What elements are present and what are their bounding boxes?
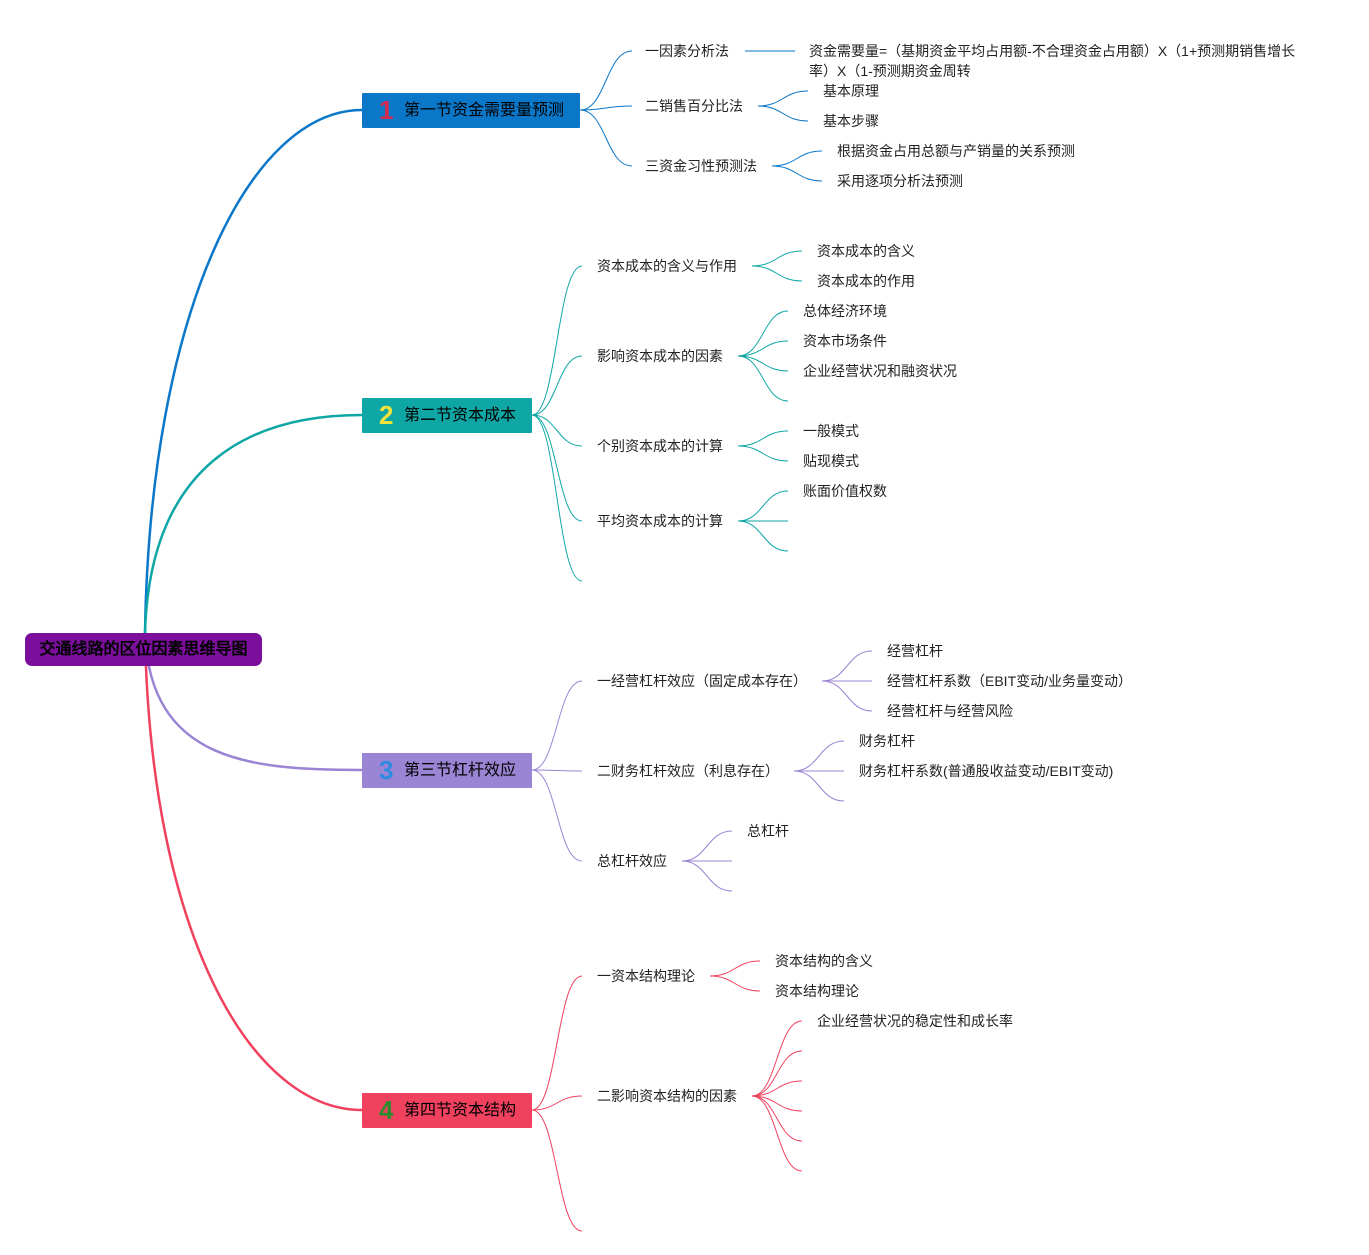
edge-s1-t3-leaf-2 [771,165,823,182]
leaf-financial-leverage[interactable]: 财务杠杆 [859,733,915,749]
edge-root-section-4 [143,632,363,1112]
edge-s2-t3-leaf-1 [737,430,789,447]
edge-s3-t2-leaf-1 [793,740,845,772]
topic-factor-analysis[interactable]: 一因素分析法 [645,43,729,59]
leaf-dfl[interactable]: 财务杠杆系数(普通股收益变动/EBIT变动) [859,763,1114,779]
edge-s4-t1-leaf-1 [709,960,761,977]
edge-s2-topic-2 [531,355,583,416]
leaf-economy[interactable]: 总体经济环境 [803,303,887,319]
edge-s4-t2-leaf-5 [751,1095,803,1142]
edge-s4-t2-leaf-4 [751,1095,803,1112]
section-3-node[interactable]: 3 第三节杠杆效应 [362,753,532,788]
topic-total-leverage[interactable]: 总杠杆效应 [597,853,667,869]
edge-root-section-2 [143,413,363,634]
edge-s2-t4-leaf-1 [737,490,789,522]
leaf-market[interactable]: 资本市场条件 [803,333,887,349]
leaf-total-leverage[interactable]: 总杠杆 [747,823,789,839]
edge-s2-t4-leaf-3 [737,520,789,552]
edge-s2-topic-1 [531,265,583,416]
leaf-item-analysis[interactable]: 采用逐项分析法预测 [837,173,963,189]
leaf-cost-role[interactable]: 资本成本的作用 [817,273,915,289]
leaf-dol[interactable]: 经营杠杆系数（EBIT变动/业务量变动） [887,673,1133,689]
leaf-basic-principle[interactable]: 基本原理 [823,83,879,99]
edge-s2-t1-leaf-1 [751,250,803,267]
edge-s1-topic-1 [579,50,633,111]
topic-operating-leverage[interactable]: 一经营杠杆效应（固定成本存在） [597,673,807,689]
leaf-basic-steps[interactable]: 基本步骤 [823,113,879,129]
topic-financial-leverage[interactable]: 二财务杠杆效应（利息存在） [597,763,779,779]
leaf-structure-theory[interactable]: 资本结构理论 [775,983,859,999]
leaf-structure-meaning[interactable]: 资本结构的含义 [775,953,873,969]
edge-s4-topic-2 [531,1095,583,1111]
section-4-number: 4 [379,1095,394,1125]
edge-s3-t1-leaf-1 [821,650,873,682]
section-1-number: 1 [379,95,394,125]
edge-s3-t2-leaf-3 [793,770,845,802]
section-1-node[interactable]: 1 第一节资金需要量预测 [362,93,580,128]
section-3-title: 第三节杠杆效应 [404,762,517,779]
leaf-enterprise[interactable]: 企业经营状况和融资状况 [803,363,957,379]
edge-s4-t1-leaf-2 [709,975,761,992]
edge-s2-topic-5 [531,414,583,582]
leaf-operating-leverage[interactable]: 经营杠杆 [887,643,943,659]
section-2-number: 2 [379,400,394,430]
topic-fund-habit[interactable]: 三资金习性预测法 [645,158,757,174]
edge-s4-t2-leaf-3 [751,1080,803,1097]
edge-s4-t2-leaf-1 [751,1020,803,1097]
section-2-title: 第二节资本成本 [404,407,517,424]
leaf-operating-risk[interactable]: 经营杠杆与经营风险 [887,703,1013,719]
leaf-total-occupancy[interactable]: 根据资金占用总额与产销量的关系预测 [837,143,1075,159]
edge-s1-t3-leaf-1 [771,150,823,167]
edge-s3-t3-leaf-3 [681,860,733,892]
leaf-discount-model[interactable]: 贴现模式 [803,453,859,469]
section-3-number: 3 [379,755,394,785]
edge-s2-t2-leaf-2 [737,340,789,357]
edge-s1-topic-3 [579,109,633,167]
edge-s4-topic-1 [531,975,583,1111]
edge-s3-t3-leaf-1 [681,830,733,862]
leaf-formula[interactable]: 资金需要量=（基期资金平均占用额-不合理资金占用额）X（1+预测期销售增长率）X… [809,43,1296,79]
leaf-cost-meaning[interactable]: 资本成本的含义 [817,243,915,259]
edge-s4-t2-leaf-2 [751,1050,803,1097]
leaf-stability-growth[interactable]: 企业经营状况的稳定性和成长率 [817,1013,1013,1029]
edge-s3-topic-1 [531,680,583,771]
leaf-general-model[interactable]: 一般模式 [803,423,859,439]
edge-s3-topic-3 [531,769,583,862]
edge-s1-topic-2 [579,105,633,111]
edge-s1-t2-leaf-2 [757,105,809,122]
topic-sales-percentage[interactable]: 二销售百分比法 [645,98,743,114]
edge-s2-topic-3 [531,414,583,447]
edge-root-section-3 [143,632,363,772]
edge-s2-t2-leaf-4 [737,355,789,402]
edge-root-section-1 [143,108,363,634]
edge-s2-t2-leaf-3 [737,355,789,372]
section-4-node[interactable]: 4 第四节资本结构 [362,1093,532,1128]
section-1-title: 第一节资金需要量预测 [404,102,565,119]
topic-average-cost[interactable]: 平均资本成本的计算 [597,513,723,529]
root-node[interactable]: 交通线路的区位因素思维导图 [25,633,262,666]
edge-s4-topic-3 [531,1109,583,1232]
topic-individual-cost[interactable]: 个别资本成本的计算 [597,438,723,454]
edge-s2-t1-leaf-2 [751,265,803,282]
edge-s2-t3-leaf-2 [737,445,789,462]
edge-s2-t2-leaf-1 [737,310,789,357]
topic-structure-theory[interactable]: 一资本结构理论 [597,968,695,984]
topic-cost-meaning[interactable]: 资本成本的含义与作用 [597,258,737,274]
leaf-book-value[interactable]: 账面价值权数 [803,483,887,499]
section-4-title: 第四节资本结构 [404,1102,517,1119]
edge-s3-t1-leaf-3 [821,680,873,712]
section-2-node[interactable]: 2 第二节资本成本 [362,398,532,433]
edge-s2-topic-4 [531,414,583,522]
edge-s4-t2-leaf-6 [751,1095,803,1172]
topic-structure-factors[interactable]: 二影响资本结构的因素 [597,1088,737,1104]
edge-s3-topic-2 [531,769,583,772]
topic-cost-factors[interactable]: 影响资本成本的因素 [597,348,723,364]
edge-s1-t2-leaf-1 [757,90,809,107]
